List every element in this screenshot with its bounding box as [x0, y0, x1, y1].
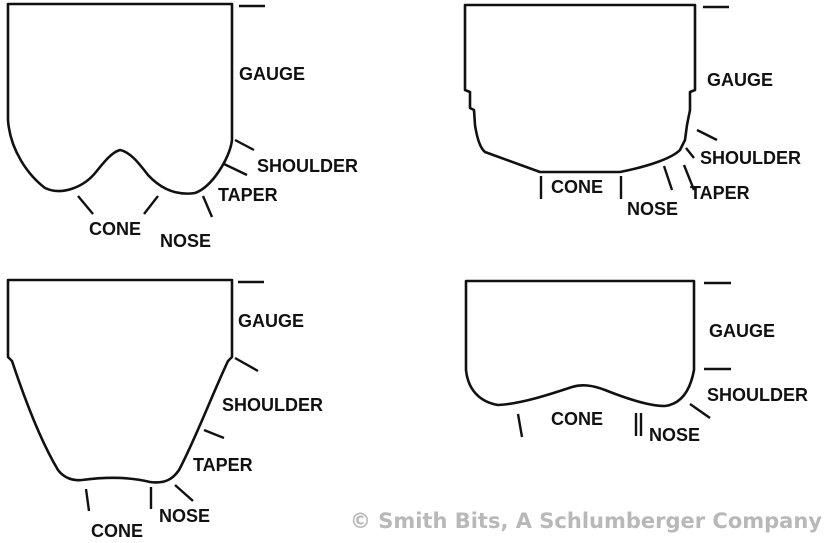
gauge-label: GAUGE: [239, 64, 305, 84]
cone-label: CONE: [91, 521, 143, 541]
taper-label: TAPER: [218, 185, 278, 205]
shoulder-marker: [685, 128, 718, 159]
profile-outline: [463, 3, 697, 174]
profile-outline: [6, 2, 234, 195]
shoulder-label: SHOULDER: [700, 148, 801, 168]
taper-label: TAPER: [193, 455, 253, 475]
copyright-text: © Smith Bits, A Schlumberger Company: [350, 509, 822, 533]
nose-label: NOSE: [159, 506, 210, 526]
taper-label: TAPER: [690, 183, 750, 203]
cone-marker: [77, 195, 159, 215]
nose-marker: [662, 165, 674, 191]
gauge-label: GAUGE: [707, 70, 773, 90]
nose-label: NOSE: [160, 231, 211, 251]
taper-marker: [203, 428, 225, 440]
shoulder-marker: [223, 138, 255, 177]
shoulder-label: SHOULDER: [257, 156, 358, 176]
nose-marker: [174, 484, 194, 502]
shoulder-marker: [234, 356, 259, 373]
cone-label: CONE: [551, 409, 603, 429]
profile-bottom-left: GAUGE SHOULDER TAPER CONE NOSE: [6, 278, 323, 541]
profile-top-right: GAUGE SHOULDER TAPER CONE NOSE: [463, 3, 801, 219]
profile-outline: [464, 279, 696, 408]
gauge-label: GAUGE: [709, 321, 775, 341]
nose-label: NOSE: [627, 199, 678, 219]
shoulder-marker: [689, 403, 711, 419]
shoulder-label: SHOULDER: [707, 385, 808, 405]
cone-label: CONE: [89, 219, 141, 239]
profile-outline: [6, 278, 234, 484]
profile-bottom-right: GAUGE SHOULDER CONE NOSE: [464, 279, 808, 445]
cone-label: CONE: [551, 177, 603, 197]
gauge-marker: [704, 281, 731, 371]
cone-marker: [84, 487, 153, 512]
profile-top-left: GAUGE SHOULDER TAPER CONE NOSE: [6, 2, 358, 251]
taper-marker: [682, 164, 696, 191]
gauge-label: GAUGE: [238, 311, 304, 331]
nose-label: NOSE: [649, 425, 700, 445]
taper-marker: [201, 195, 214, 218]
shoulder-label: SHOULDER: [222, 395, 323, 415]
cone-marker: [539, 176, 623, 199]
cone-marker: [516, 413, 638, 438]
